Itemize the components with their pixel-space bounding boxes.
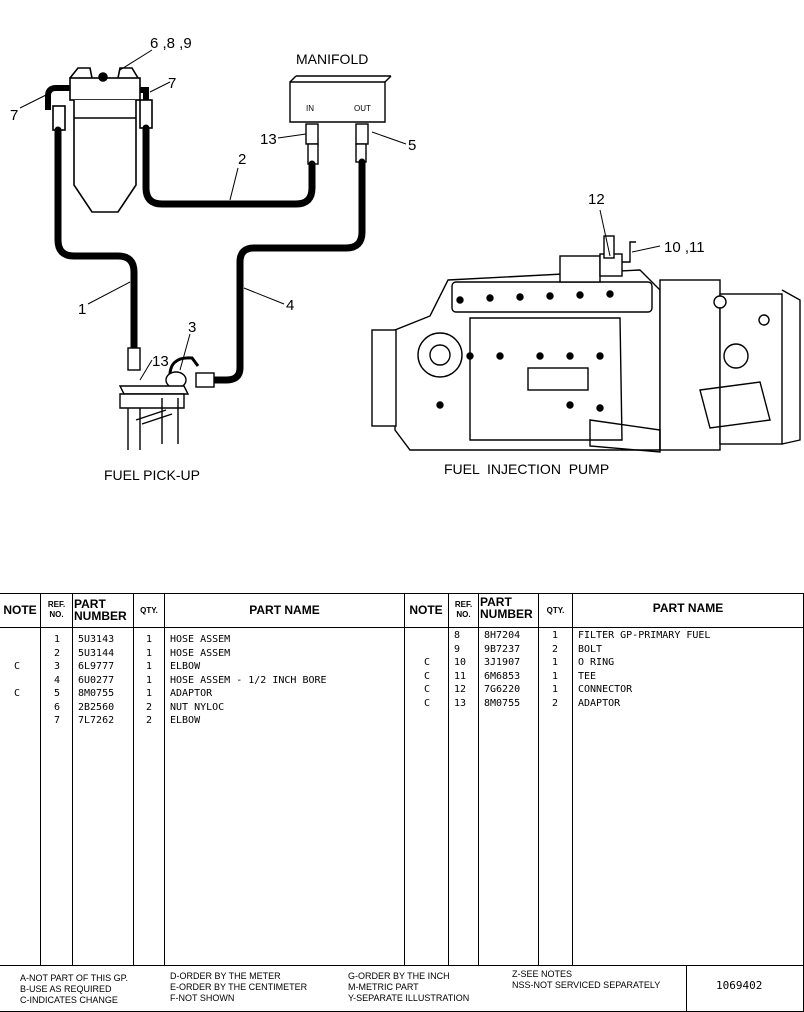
table-top-border — [0, 593, 804, 594]
callout-2: 2 — [238, 151, 246, 168]
left-part-number-column: 5U3143 5U3144 6L9777 6U0277 8M0755 2B256… — [78, 634, 115, 726]
callout-6-8-9: 6 ,8 ,9 — [150, 35, 192, 52]
table-header-divider — [0, 627, 804, 628]
right-note-column: C C C C — [424, 657, 431, 709]
legend-col-3: G-ORDER BY THE INCH M-METRIC PART Y-SEPA… — [348, 971, 470, 1003]
manifold-label: MANIFOLD — [296, 51, 368, 67]
header-part-number: PART NUMBER — [74, 597, 127, 623]
col-divider — [164, 593, 165, 965]
manifold-out-label: OUT — [354, 104, 371, 113]
callout-13-pickup: 13 — [152, 353, 169, 370]
col-divider — [538, 593, 539, 965]
right-ref-column: 8 9 10 11 12 13 — [454, 630, 467, 709]
fuel-system-diagram: 6 ,8 ,9 7 7 13 5 2 1 4 3 13 12 10 ,11 MA… — [10, 35, 801, 483]
right-part-number-column: 8H7204 9B7237 3J1907 6M6853 7G6220 8M075… — [484, 630, 521, 709]
right-part-name-column: FILTER GP-PRIMARY FUEL BOLT O RING TEE C… — [578, 630, 711, 709]
parts-table: NOTE REF. NO. PART NUMBER QTY. PART NAME… — [0, 593, 804, 1012]
callout-12: 12 — [588, 191, 605, 208]
fuel-manifold — [289, 75, 392, 165]
header-part-number: PART NUMBER — [480, 595, 533, 621]
hose-1 — [54, 126, 138, 352]
header-qty: QTY. — [140, 606, 158, 615]
fuel-pickup-label: FUEL PICK-UP — [104, 467, 200, 483]
legend-col-2: D-ORDER BY THE METER E-ORDER BY THE CENT… — [170, 971, 308, 1003]
header-ref-no: REF. NO. — [47, 600, 66, 619]
legend-col-4: Z-SEE NOTES NSS-NOT SERVICED SEPARATELY — [512, 969, 661, 990]
manifold-in-label: IN — [306, 104, 314, 113]
fuel-injection-pump-label: FUEL INJECTION PUMP — [444, 461, 609, 477]
left-ref-column: 1 2 3 4 5 6 7 — [54, 634, 61, 726]
callout-10-11: 10 ,11 — [664, 239, 705, 256]
col-divider — [133, 593, 134, 965]
col-divider — [404, 593, 405, 965]
callout-7-left: 7 — [10, 107, 18, 124]
left-note-column: C C — [14, 661, 21, 699]
legend-col-1: A-NOT PART OF THIS GP. B-USE AS REQUIRED… — [20, 973, 129, 1005]
col-divider — [40, 593, 41, 965]
header-part-name: PART NAME — [652, 601, 724, 615]
right-qty-column: 1 2 1 1 1 2 — [552, 630, 559, 709]
hose-4 — [210, 158, 366, 384]
fuel-injection-pump — [371, 235, 801, 453]
table-footer-divider — [0, 965, 804, 966]
callout-13-manifold: 13 — [260, 131, 277, 148]
hose-lines — [54, 124, 366, 384]
fuel-pickup-assembly — [118, 347, 215, 450]
header-part-name: PART NAME — [249, 603, 320, 617]
callout-4: 4 — [286, 297, 294, 314]
col-divider — [72, 593, 73, 965]
left-qty-column: 1 1 1 1 1 2 2 — [146, 634, 153, 726]
col-divider — [686, 965, 687, 1011]
col-divider — [572, 593, 573, 965]
hose-2 — [142, 124, 316, 208]
primary-fuel-filter — [45, 67, 153, 213]
header-qty: QTY. — [546, 606, 565, 615]
callout-1: 1 — [78, 301, 86, 318]
callout-leaders — [19, 49, 661, 381]
col-divider — [478, 593, 479, 965]
document-number: 1069402 — [716, 979, 763, 992]
callout-5: 5 — [408, 137, 416, 154]
header-ref-no: REF. NO. — [454, 600, 473, 619]
left-part-name-column: HOSE ASSEM HOSE ASSEM ELBOW HOSE ASSEM -… — [170, 634, 327, 726]
header-note: NOTE — [3, 603, 37, 617]
callout-7-right: 7 — [168, 75, 176, 92]
header-note: NOTE — [409, 603, 443, 617]
callout-3: 3 — [188, 319, 196, 336]
col-divider — [448, 593, 449, 965]
